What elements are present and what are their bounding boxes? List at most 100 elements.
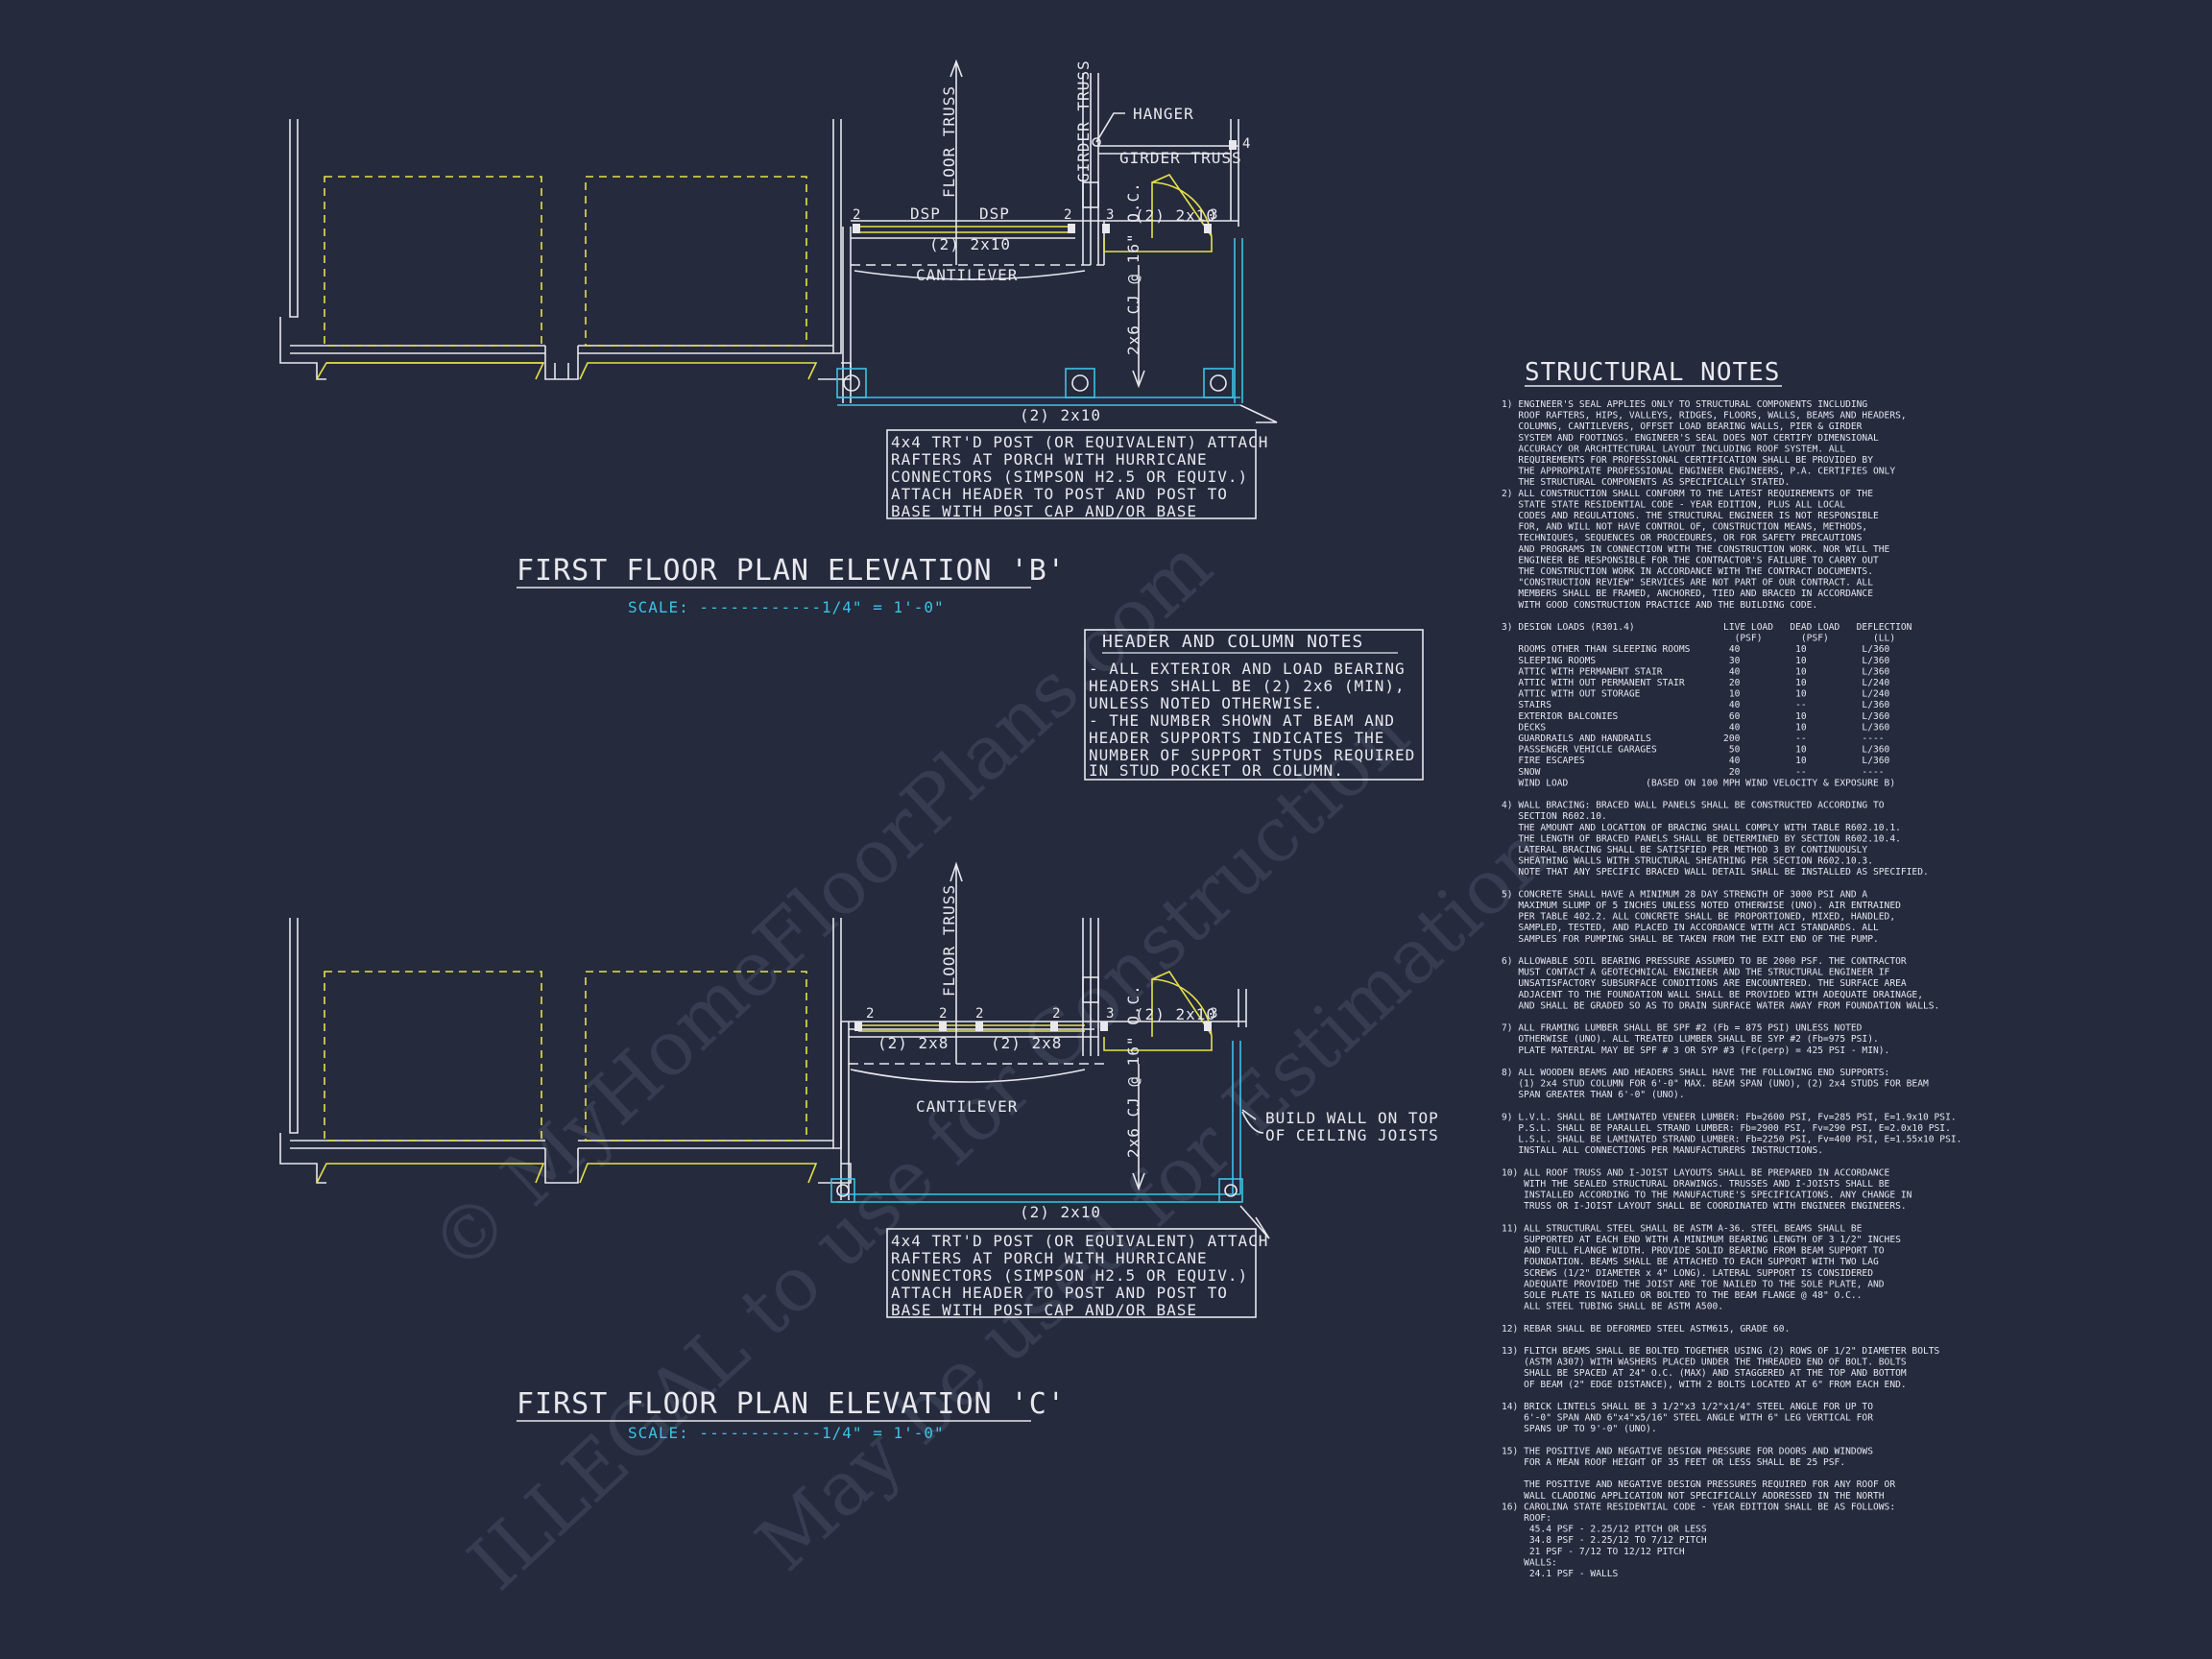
structural-note-line: ATTIC WITH OUT PERMANENT STAIR 20 10 L/2… — [1502, 678, 1890, 688]
structural-note-line: INSTALLED ACCORDING TO THE MANUFACTURE'S… — [1502, 1190, 1912, 1201]
elevation-c-labels: FLOOR TRUSS (2) 2x8 (2) 2x8 (2) 2x10 CAN… — [517, 884, 1439, 1442]
structural-note-line: "CONSTRUCTION REVIEW" SERVICES ARE NOT P… — [1502, 578, 1873, 589]
structural-note-line: 45.4 PSF - 2.25/12 PITCH OR LESS — [1502, 1525, 1707, 1535]
structural-note-line: SAMPLES FOR PUMPING SHALL BE TAKEN FROM … — [1502, 934, 1879, 945]
elevation-b-title: FIRST FLOOR PLAN ELEVATION 'B' — [517, 554, 1066, 588]
elevation-b-stud-markers — [853, 140, 1237, 233]
structural-note-line: 8) ALL WOODEN BEAMS AND HEADERS SHALL HA… — [1502, 1068, 1889, 1078]
structural-note-line: AND FULL FLANGE WIDTH. PROVIDE SOLID BEA… — [1502, 1246, 1885, 1257]
girder-truss-horizontal-label: GIRDER TRUSS — [1119, 149, 1242, 167]
elevation-b-scale: SCALE: ------------1/4" = 1'-0" — [628, 598, 945, 616]
structural-note-line: COLUMNS, CANTILEVERS, OFFSET LOAD BEARIN… — [1502, 421, 1863, 432]
structural-note-line: 24.1 PSF - WALLS — [1502, 1569, 1619, 1579]
structural-note-line: MUST CONTACT A GEOTECHNICAL ENGINEER AND… — [1502, 968, 1890, 978]
structural-note-line: NOTE THAT ANY SPECIFIC BRACED WALL DETAI… — [1502, 867, 1929, 878]
structural-note-line: ATTIC WITH PERMANENT STAIR 40 10 L/360 — [1502, 666, 1890, 677]
structural-note-line: ROOF: — [1502, 1513, 1551, 1524]
structural-note-line: 3) DESIGN LOADS (R301.4) LIVE LOAD DEAD … — [1502, 622, 1912, 633]
header-notes-line-1: - ALL EXTERIOR AND LOAD BEARING — [1089, 660, 1406, 678]
post-note-c-line-2: RAFTERS AT PORCH WITH HURRICANE — [891, 1249, 1208, 1267]
dsp-label-1: DSP — [910, 204, 941, 223]
stud-count-b-3: 3 — [1106, 207, 1115, 223]
structural-note-line: P.S.L. SHALL BE PARALLEL STRAND LUMBER: … — [1502, 1123, 1951, 1134]
build-wall-line-1: BUILD WALL ON TOP — [1265, 1109, 1439, 1127]
header-notes-line-4: - THE NUMBER SHOWN AT BEAM AND — [1089, 711, 1395, 730]
structural-notes-body: 1) ENGINEER'S SEAL APPLIES ONLY TO STRUC… — [1502, 399, 1961, 1579]
structural-note-line: 21 PSF - 7/12 TO 12/12 PITCH — [1502, 1547, 1685, 1557]
structural-note-line: 14) BRICK LINTELS SHALL BE 3 1/2"x3 1/2"… — [1502, 1402, 1873, 1412]
structural-note-line: SLEEPING ROOMS 30 10 L/360 — [1502, 656, 1890, 666]
structural-note-line: SYSTEM AND FOOTINGS. ENGINEER'S SEAL DOE… — [1502, 433, 1879, 444]
structural-note-line: PASSENGER VEHICLE GARAGES 50 10 L/360 — [1502, 745, 1890, 756]
structural-note-line: FOR, AND WILL NOT HAVE CONTROL OF, CONST… — [1502, 522, 1867, 533]
structural-note-line: REQUIREMENTS FOR PROFESSIONAL CERTIFICAT… — [1502, 455, 1873, 466]
structural-note-line: WITH GOOD CONSTRUCTION PRACTICE AND THE … — [1502, 600, 1817, 611]
post-note-b-line-2: RAFTERS AT PORCH WITH HURRICANE — [891, 450, 1208, 469]
structural-note-line: (PSF) (PSF) (LL) — [1502, 634, 1895, 644]
elevation-c-plan — [279, 861, 1270, 1318]
structural-note-line: 1) ENGINEER'S SEAL APPLIES ONLY TO STRUC… — [1502, 399, 1867, 410]
build-wall-line-2: OF CEILING JOISTS — [1265, 1126, 1439, 1144]
ceiling-joist-label-b: 2x6 CJ @ 16" O.C. — [1124, 181, 1142, 355]
post-note-b-line-4: ATTACH HEADER TO POST AND POST TO — [891, 485, 1228, 503]
elevation-b-plan — [279, 59, 1278, 519]
structural-note-line: SHALL BE SPACED AT 24" O.C. (MAX) AND ST… — [1502, 1368, 1907, 1379]
structural-note-line: STATE STATE RESIDENTIAL CODE - YEAR EDIT… — [1502, 499, 1845, 510]
structural-note-line: ATTIC WITH OUT STORAGE 10 10 L/240 — [1502, 689, 1890, 700]
structural-note-line: THE POSITIVE AND NEGATIVE DESIGN PRESSUR… — [1502, 1479, 1895, 1490]
elevation-b-labels: FLOOR TRUSS GIRDER TRUSS HANGER GIRDER T… — [517, 60, 1268, 616]
post-note-c-line-5: BASE WITH POST CAP AND/OR BASE — [891, 1301, 1197, 1319]
structural-note-line: ALL STEEL TUBING SHALL BE ASTM A500. — [1502, 1302, 1723, 1312]
structural-note-line: THE APPROPRIATE PROFESSIONAL ENGINEER EN… — [1502, 467, 1895, 477]
elevation-c-stud-markers — [854, 1022, 1212, 1031]
structural-note-line: WALLS: — [1502, 1557, 1557, 1568]
header-notes-line-7: IN STUD POCKET OR COLUMN. — [1089, 761, 1344, 780]
structural-note-line: 5) CONCRETE SHALL HAVE A MINIMUM 28 DAY … — [1502, 889, 1867, 900]
structural-note-line: LATERAL BRACING SHALL BE SATISFIED PER M… — [1502, 845, 1867, 855]
cantilever-label-b: CANTILEVER — [916, 266, 1018, 284]
structural-note-line: THE STRUCTURAL COMPONENTS AS SPECIFICALL… — [1502, 477, 1790, 488]
structural-note-line: 34.8 PSF - 2.25/12 TO 7/12 PITCH — [1502, 1535, 1707, 1546]
structural-note-line: DECKS 40 10 L/360 — [1502, 722, 1890, 733]
elevation-c-title: FIRST FLOOR PLAN ELEVATION 'C' — [517, 1387, 1066, 1421]
structural-note-line: THE LENGTH OF BRACED PANELS SHALL BE DET… — [1502, 833, 1901, 844]
structural-note-line: THE AMOUNT AND LOCATION OF BRACING SHALL… — [1502, 823, 1901, 833]
structural-note-line: MAXIMUM SLUMP OF 5 INCHES UNLESS NOTED O… — [1502, 901, 1901, 911]
structural-note-line: (1) 2x4 STUD COLUMN FOR 6'-0" MAX. BEAM … — [1502, 1079, 1929, 1090]
structural-note-line: SCREWS (1/2" DIAMETER x 4" LONG). LATERA… — [1502, 1268, 1873, 1279]
structural-note-line: SUPPORTED AT EACH END WITH A MINIMUM BEA… — [1502, 1235, 1901, 1245]
post-note-b-line-1: 4x4 TRT'D POST (OR EQUIVALENT) ATTACH — [891, 433, 1268, 451]
structural-note-line: ADJACENT TO THE FOUNDATION WALL SHALL BE… — [1502, 990, 1923, 1000]
structural-note-line: ACCURACY OR ARCHITECTURAL LAYOUT INCLUDI… — [1502, 444, 1845, 454]
stud-count-c-1: 2 — [866, 1006, 875, 1022]
post-note-b-line-5: BASE WITH POST CAP AND/OR BASE — [891, 502, 1197, 520]
header-notes-line-2: HEADERS SHALL BE (2) 2x6 (MIN), — [1089, 677, 1406, 695]
post-note-c-line-3: CONNECTORS (SIMPSON H2.5 OR EQUIV.) — [891, 1266, 1248, 1285]
header-notes-line-6: NUMBER OF SUPPORT STUDS REQUIRED — [1089, 746, 1415, 764]
structural-note-line: CODES AND REGULATIONS. THE STRUCTURAL EN… — [1502, 511, 1879, 521]
structural-note-line: AND PROGRAMS IN CONNECTION WITH THE CONS… — [1502, 544, 1890, 555]
header-label-c: (2) 2x10 — [1020, 1203, 1101, 1221]
structural-note-line: FIRE ESCAPES 40 10 L/360 — [1502, 756, 1890, 766]
structural-note-line: TRUSS OR I-JOIST LAYOUT SHALL BE COORDIN… — [1502, 1201, 1907, 1212]
structural-note-line: ROOMS OTHER THAN SLEEPING ROOMS 40 10 L/… — [1502, 644, 1890, 655]
stud-count-c-4: 2 — [1052, 1006, 1061, 1022]
structural-note-line: 13) FLITCH BEAMS SHALL BE BOLTED TOGETHE… — [1502, 1346, 1940, 1357]
structural-note-line: SHEATHING WALLS WITH STRUCTURAL SHEATHIN… — [1502, 856, 1873, 867]
post-note-c-line-4: ATTACH HEADER TO POST AND POST TO — [891, 1284, 1228, 1302]
structural-note-line: UNSATISFACTORY SUBSURFACE CONDITIONS ARE… — [1502, 978, 1907, 989]
header-notes-line-3: UNLESS NOTED OTHERWISE. — [1089, 694, 1324, 712]
structural-note-line: FOUNDATION. BEAMS SHALL BE ATTACHED TO E… — [1502, 1257, 1879, 1267]
structural-note-line: SAMPLED, TESTED, AND PLACED IN ACCORDANC… — [1502, 923, 1879, 933]
beam-label-b: (2) 2x10 — [929, 235, 1011, 253]
dsp-label-2: DSP — [979, 204, 1010, 223]
structural-note-line: 6) ALLOWABLE SOIL BEARING PRESSURE ASSUM… — [1502, 956, 1907, 967]
structural-note-line: 4) WALL BRACING: BRACED WALL PANELS SHAL… — [1502, 801, 1885, 811]
header-column-notes: HEADER AND COLUMN NOTES - ALL EXTERIOR A… — [1084, 629, 1424, 781]
elevation-c-scale: SCALE: ------------1/4" = 1'-0" — [628, 1424, 945, 1442]
ceiling-joist-label-c: 2x6 CJ @ 16" O.C. — [1124, 984, 1142, 1158]
structural-notes-title: STRUCTURAL NOTES — [1525, 358, 1780, 387]
structural-note-line: EXTERIOR BALCONIES 60 10 L/360 — [1502, 711, 1890, 722]
structural-note-line: 15) THE POSITIVE AND NEGATIVE DESIGN PRE… — [1502, 1446, 1873, 1456]
hanger-label: HANGER — [1133, 105, 1194, 123]
